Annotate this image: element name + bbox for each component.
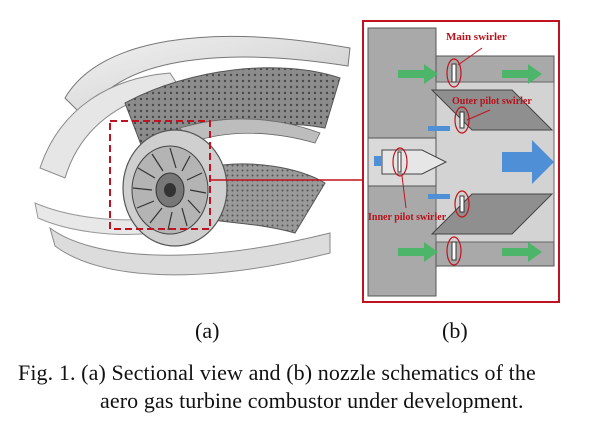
outer-casing-bottom [49,226,331,276]
nozzle-schematic-svg: Main swirler Outer pilot swirler Inner p… [362,20,560,303]
main-swirler-label: Main swirler [446,31,507,43]
sectional-view-image [30,18,360,288]
outer-casing-top [64,36,351,119]
combustor-3d-illustration [34,36,351,276]
nozzle-schematic-image: Main swirler Outer pilot swirler Inner p… [362,20,560,303]
liner-lower [199,163,326,234]
panel-b-label: (b) [442,318,468,343]
outer-casing-left [39,72,181,179]
outer-pilot-swirler-label: Outer pilot swirler [452,96,532,107]
nozzle-tip [164,183,176,197]
swirler-vanes-b [397,63,465,261]
annotation-pointers [401,47,491,209]
panel-a-label: (a) [195,318,220,343]
flow-arrows-blue [374,126,554,199]
figure-caption-line-1: Fig. 1. (a) Sectional view and (b) nozzl… [18,360,536,385]
highlight-box-a [109,120,211,230]
flow-arrows-green [398,64,542,262]
inner-pilot-swirler-label: Inner pilot swirler [368,212,447,223]
swirler-highlights [392,58,470,266]
liner-rim [179,118,321,144]
figure-caption-line-2: aero gas turbine combustor under develop… [100,388,524,413]
swirler-vanes [132,147,207,231]
